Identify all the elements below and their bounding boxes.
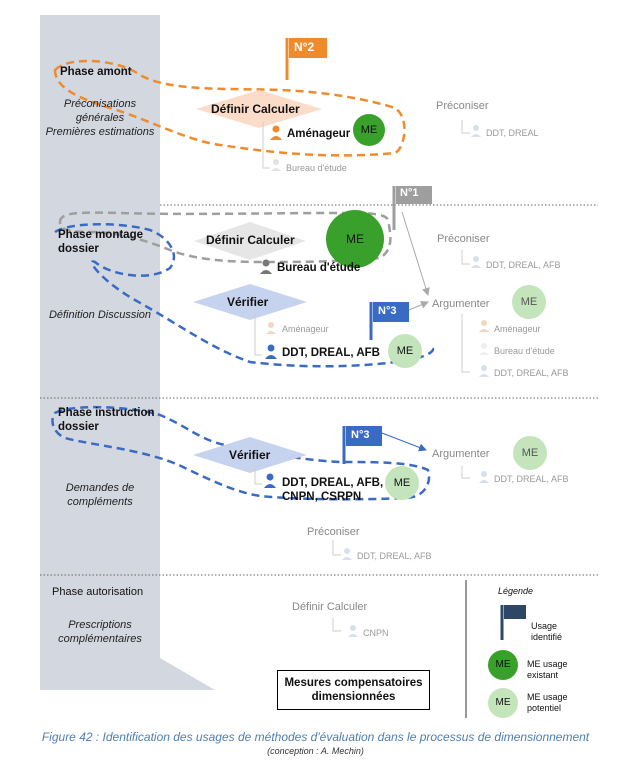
actor-icon-ddt-arg-instruction	[479, 471, 489, 483]
flag-n3a	[373, 302, 409, 322]
legend-flag-label: Usage identifié	[531, 621, 563, 642]
actor-icon-ddt-instruction	[264, 473, 276, 488]
flag-n3b	[346, 426, 382, 446]
legend-me-potential-badge: ME	[495, 697, 511, 708]
orange-dashed-outline	[53, 59, 406, 157]
activity-montage-1: Définir Calculer	[206, 233, 295, 247]
activity-diamond-instruction	[193, 437, 307, 473]
actor-icon-bureau-montage	[260, 259, 272, 274]
phase-instruction-label: Phase instruction dossier	[58, 407, 155, 433]
blue-dashed-outline-montage	[54, 223, 435, 368]
activity-instruction: Vérifier	[229, 448, 271, 462]
actor-icon-amenageur-arg	[479, 320, 489, 332]
preconiser-actor-montage: DDT, DREAL, AFB	[486, 260, 561, 270]
phase-amont-label: Phase amont	[60, 66, 132, 78]
legend-me-potential-label: ME usage potentiel	[527, 692, 568, 713]
mesures-label: Mesures compensatoires dimensionnées	[284, 677, 423, 703]
figure-caption: Figure 42 : Identification des usages de…	[41, 730, 590, 744]
actor-bureau-amont: Bureau d'étude	[286, 163, 347, 173]
actor-icon-ddt-arg	[479, 365, 489, 377]
flag-n1-label: N°1	[400, 187, 419, 199]
phase-autorisation-sub: Prescriptions complémentaires	[58, 619, 142, 645]
phase-autorisation-label: Phase autorisation	[52, 586, 144, 598]
actor-icon-ddt-montage	[265, 344, 277, 359]
legend-flag-icon	[504, 605, 526, 619]
figure-credit: (conception : A. Mechin)	[267, 746, 364, 756]
arrow-to-argumenter-3	[381, 432, 427, 452]
actor-ddt-montage: DDT, DREAL, AFB	[282, 347, 380, 359]
phase-instruction-sub: Demandes de compléments	[65, 482, 135, 508]
activity-montage-2: Vérifier	[227, 295, 269, 309]
me-circle-montage-3	[512, 285, 546, 319]
activity-amont: Définir Calculer	[211, 102, 300, 116]
me-label-montage-1: ME	[346, 232, 364, 246]
legend-me-existing	[488, 650, 518, 680]
me-label-montage-3: ME	[520, 296, 538, 308]
flag-n1	[396, 186, 432, 204]
actor-icon-ddt-preconiser-instruction	[342, 548, 352, 560]
actor-amenageur: Aménageur	[287, 128, 351, 140]
me-circle-instruction-2	[513, 436, 547, 470]
actor-icon-ddt-preconiser-montage	[471, 256, 481, 268]
arg-actor-instruction: DDT, DREAL, AFB	[494, 474, 569, 484]
actor-icon-ddt-amont	[471, 125, 481, 137]
me-label-montage-2: ME	[396, 345, 414, 357]
phase-amont-sub: Préconisations générales Premières estim…	[45, 98, 155, 138]
arrow-to-argumenter-1	[401, 211, 430, 296]
preconiser-amont: Préconiser	[436, 100, 489, 112]
argumenter-montage: Argumenter	[432, 298, 490, 310]
actor-connector	[262, 122, 270, 169]
preconiser-actor-amont: DDT, DREAL	[486, 128, 539, 138]
activity-diamond-montage-2	[193, 284, 307, 320]
activity-diamond-amont	[196, 90, 322, 128]
me-circle-amont	[353, 114, 385, 146]
legend-me-existing-badge: ME	[495, 659, 511, 670]
phase-montage-sub: Définition Discussion	[48, 309, 152, 321]
actor-icon-bureau-arg	[479, 343, 489, 355]
me-label-instruction-2: ME	[521, 447, 539, 459]
activity-diamond-montage-1	[194, 222, 306, 260]
mesures-compensatoires-box: Mesures compensatoires dimensionnées	[277, 670, 430, 710]
preconiser-actor-instruction: DDT, DREAL, AFB	[357, 551, 432, 561]
blue-dashed-outline-instruction	[51, 405, 431, 501]
actor-instruction: DDT, DREAL, AFB, CNPN, CSRPN	[282, 477, 384, 503]
me-label-instruction: ME	[393, 477, 411, 489]
legend-title: Légende	[498, 586, 534, 596]
argumenter-instruction: Argumenter	[432, 448, 490, 460]
legend-me-existing-label: ME usage existant	[527, 659, 568, 680]
preconiser-instruction: Préconiser	[307, 526, 360, 538]
arrow-to-argumenter-2	[408, 301, 429, 311]
phase-montage-label: Phase montage dossier	[58, 229, 143, 255]
actor-icon-bureau-amont	[271, 159, 281, 171]
actor-cnpn: CNPN	[363, 628, 389, 638]
arg-actor-2: Bureau d'étude	[494, 346, 555, 356]
me-label-amont: ME	[360, 124, 378, 136]
arg-actor-1: Aménageur	[494, 324, 541, 334]
preconiser-montage: Préconiser	[437, 233, 490, 245]
actor-bureau-montage: Bureau d'étude	[277, 262, 361, 274]
actor-amenageur-montage: Aménageur	[282, 324, 329, 334]
legend-me-potential	[488, 688, 518, 718]
actor-icon-cnpn	[348, 625, 358, 637]
flag-n3b-label: N°3	[351, 429, 370, 441]
actor-icon-amenageur	[270, 125, 282, 140]
me-circle-instruction	[385, 466, 419, 500]
actor-icon-amenageur-montage	[266, 322, 276, 334]
arg-actor-3: DDT, DREAL, AFB	[494, 368, 569, 378]
me-circle-montage-large	[326, 210, 384, 268]
me-circle-montage-2	[388, 334, 422, 368]
flag-n2-label: N°2	[294, 40, 315, 54]
activity-autorisation: Définir Calculer	[292, 601, 368, 613]
process-band	[40, 15, 215, 690]
flag-n2	[289, 38, 327, 58]
flag-n3a-label: N°3	[378, 305, 397, 317]
